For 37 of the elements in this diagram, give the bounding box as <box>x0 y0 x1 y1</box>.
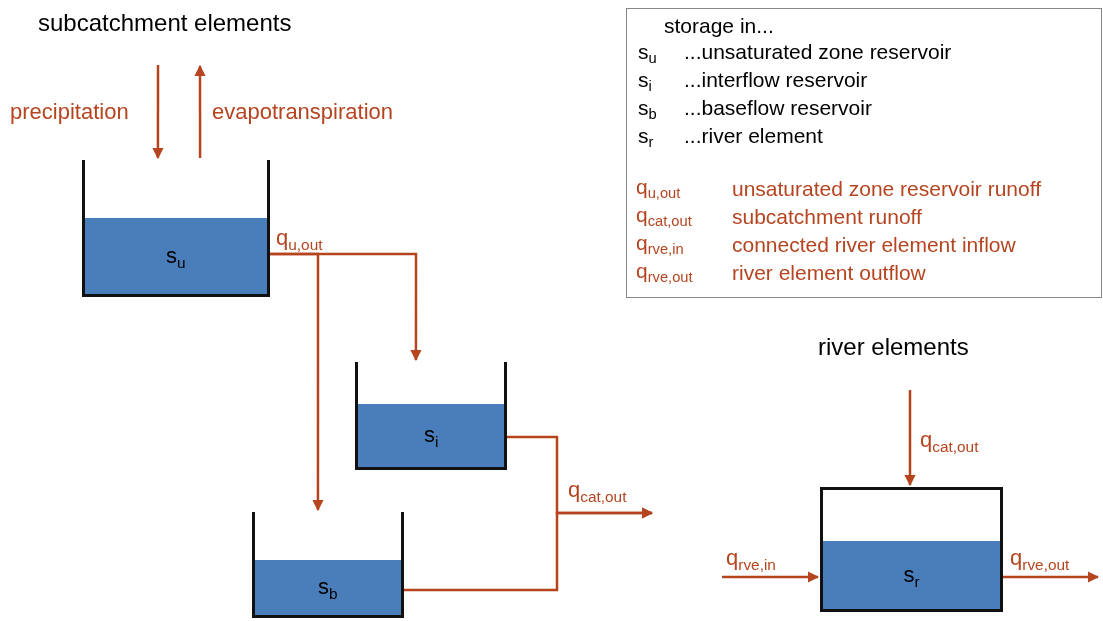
storage-symbol: s$_{b}$ <box>318 575 338 603</box>
legend-symbol: s$_{r}$ <box>638 124 654 151</box>
storage-symbol: s$_{r}$ <box>903 562 920 591</box>
arrow <box>270 252 324 512</box>
edge-label: q$_{cat,out}$ <box>568 478 627 506</box>
legend-text: river element outflow <box>732 261 926 285</box>
edge-label: q$_{rve,out}$ <box>1010 546 1070 574</box>
legend-symbol: s$_{b}$ <box>638 96 657 123</box>
legend-text: ...river element <box>684 124 823 148</box>
heading: subcatchment elements <box>38 10 292 37</box>
legend-text: connected river element inflow <box>732 233 1016 257</box>
storage-symbol: s$_{u}$ <box>166 243 186 272</box>
legend-text: ...unsaturated zone reservoir <box>684 40 952 64</box>
legend-symbol: q$_{u,out}$ <box>636 175 681 202</box>
edge-label: precipitation <box>10 100 129 125</box>
legend-text: subcatchment runoff <box>732 205 922 229</box>
legend-symbol: q$_{rve,in}$ <box>636 231 684 258</box>
storage-symbol: s$_{i}$ <box>424 423 439 451</box>
arrow <box>194 64 206 158</box>
arrow <box>722 571 820 583</box>
arrow <box>152 65 164 160</box>
edge-label: evapotranspiration <box>212 100 393 125</box>
heading: river elements <box>818 334 969 361</box>
edge-label: q$_{rve,in}$ <box>726 546 776 574</box>
legend-symbol: s$_{i}$ <box>638 68 652 95</box>
legend-symbol: s$_{u}$ <box>638 40 657 67</box>
legend-symbol: q$_{rve,out}$ <box>636 259 693 286</box>
legend-symbol: q$_{cat,out}$ <box>636 203 692 230</box>
edge-label: q$_{cat,out}$ <box>920 428 979 456</box>
legend-text: unsaturated zone reservoir runoff <box>732 177 1041 201</box>
arrow <box>904 390 916 487</box>
legend-text: ...interflow reservoir <box>684 68 868 92</box>
edge-label: q$_{u,out}$ <box>276 226 323 254</box>
legend-heading: storage in... <box>664 14 774 38</box>
legend-text: ...baseflow reservoir <box>684 96 872 120</box>
arrow <box>404 507 654 592</box>
arrow <box>1003 571 1100 583</box>
